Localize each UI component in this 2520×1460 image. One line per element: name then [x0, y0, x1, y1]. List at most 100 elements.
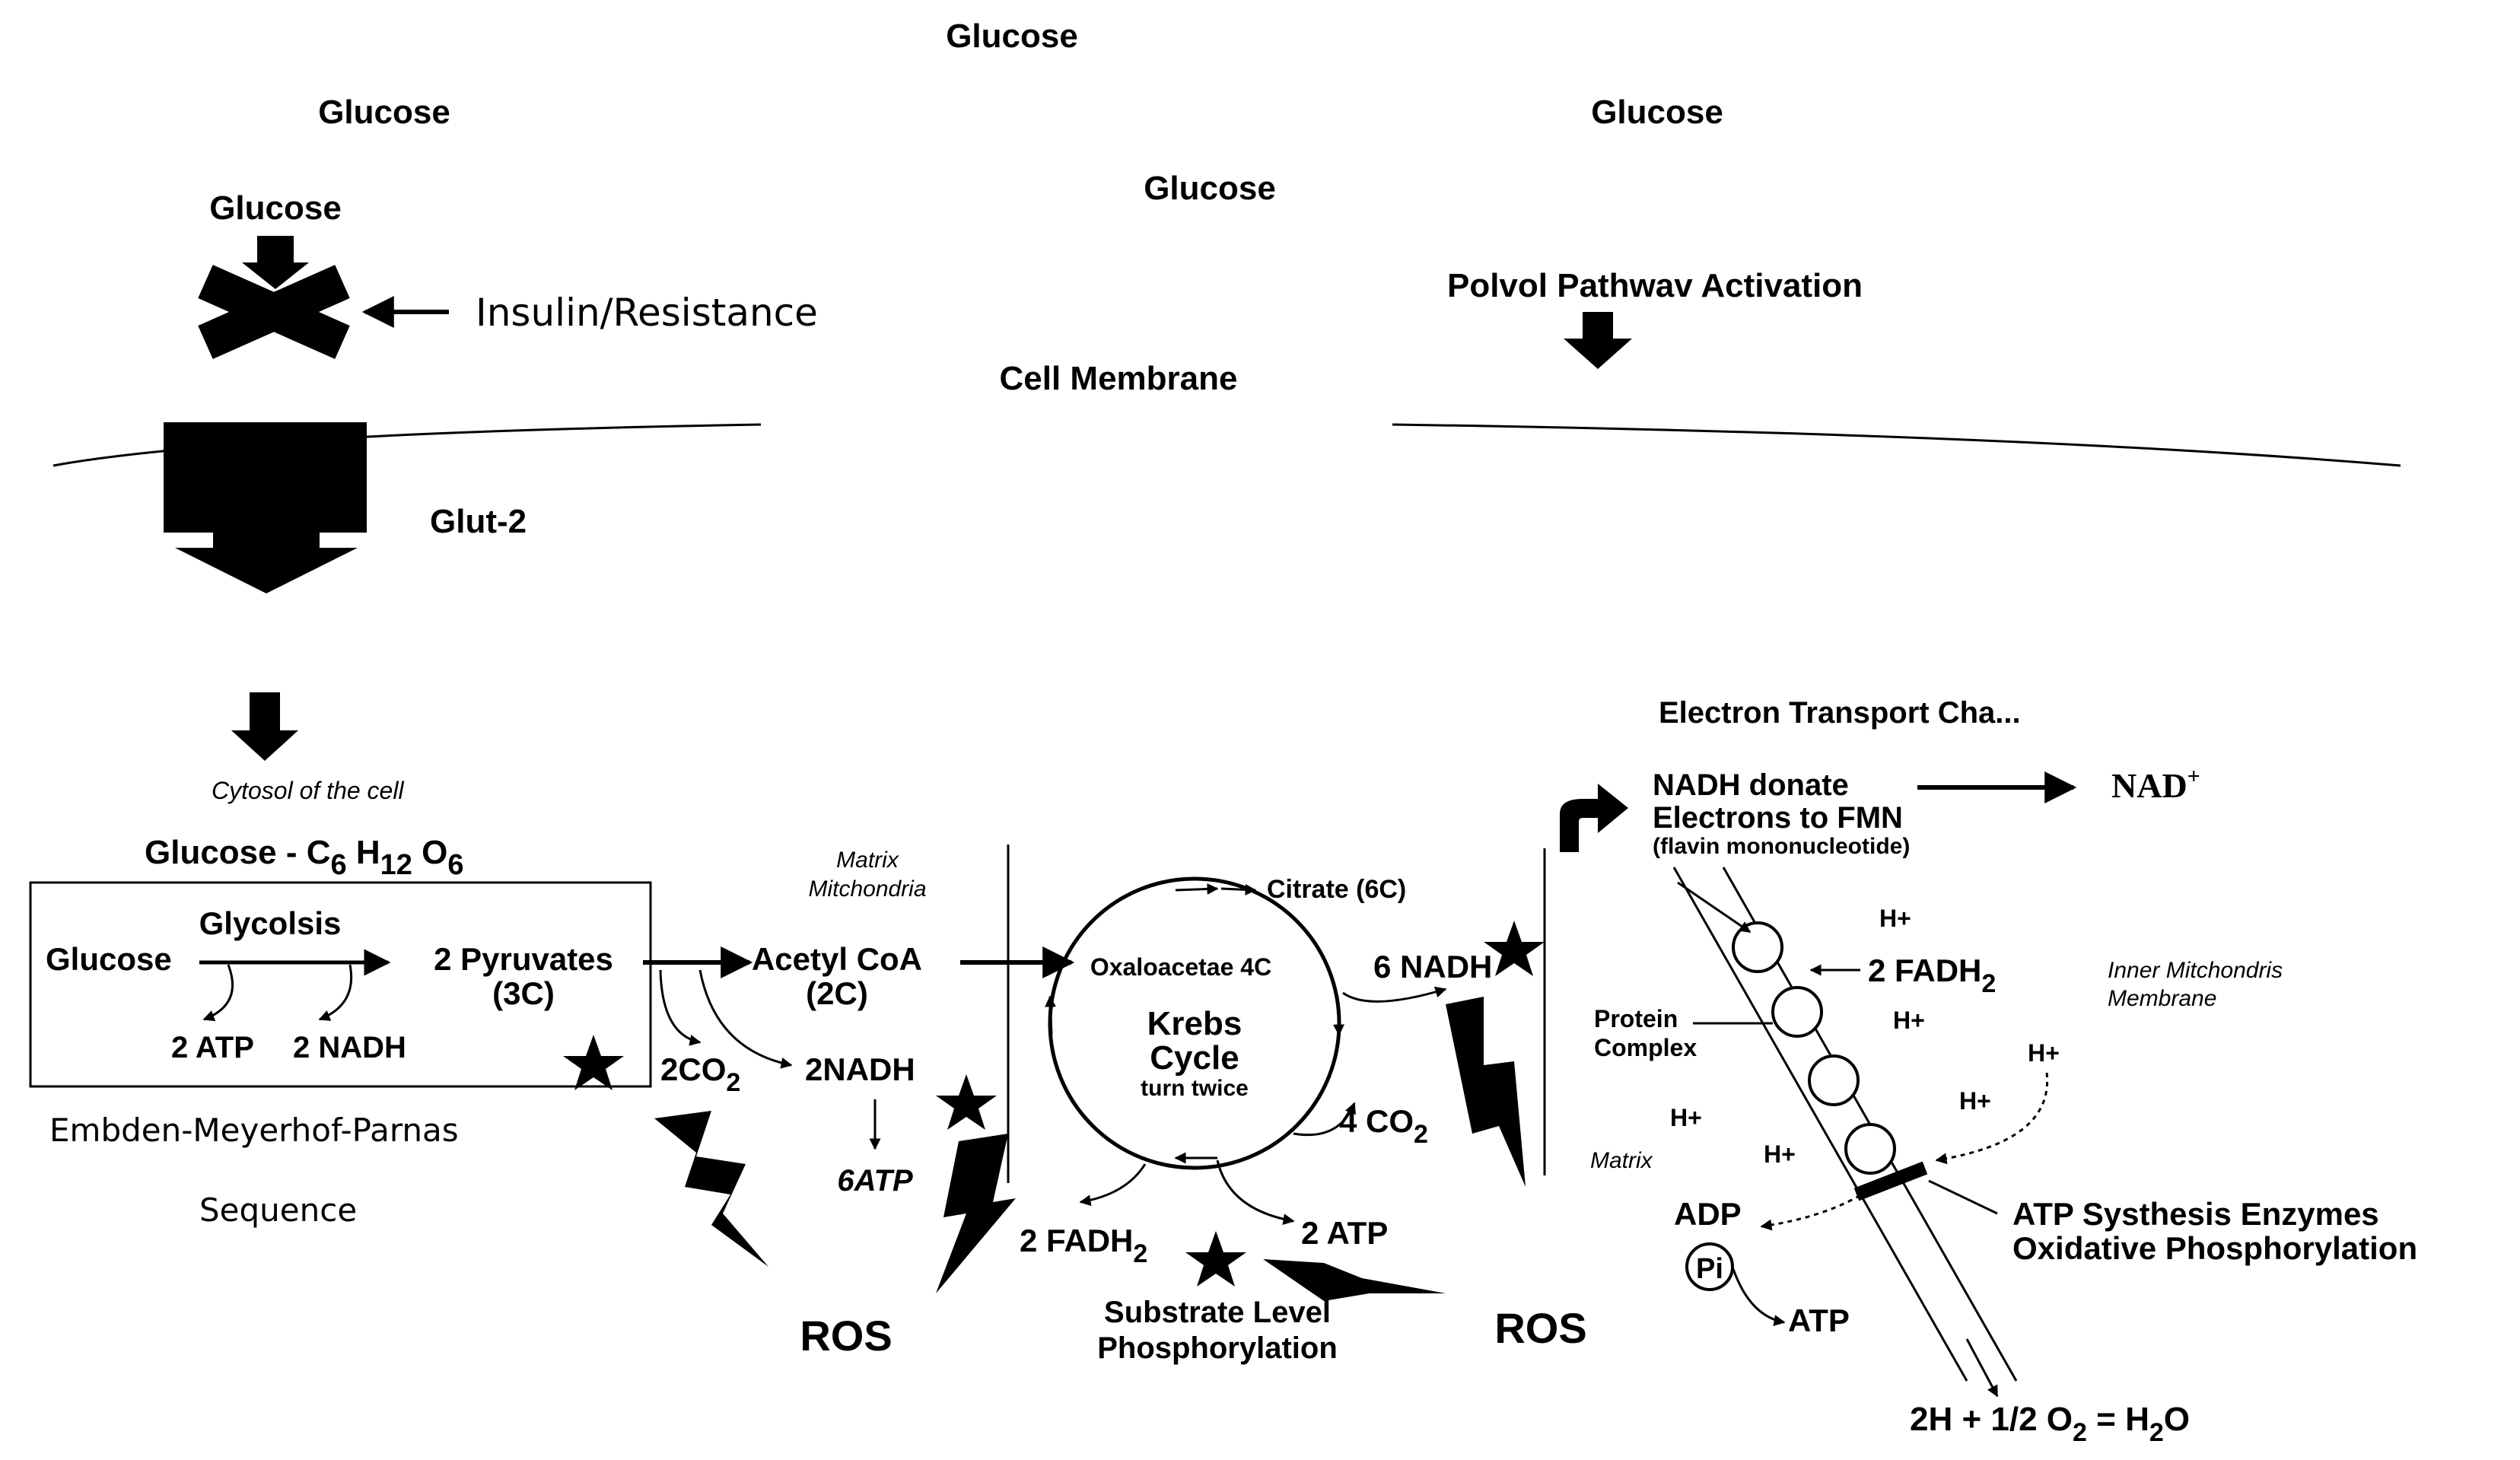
etc-title: Electron Transport Cha...	[1659, 696, 2021, 730]
pi-circle	[1685, 1242, 1734, 1291]
substrate-level-label: Substrate Level	[1104, 1296, 1331, 1329]
glut2-label: Glut-2	[430, 503, 527, 540]
link-6atp: 6ATP	[837, 1164, 913, 1198]
krebs-title: Krebs	[1147, 1005, 1242, 1042]
krebs-2atp: 2 ATP	[1301, 1215, 1388, 1251]
inner-membrane-line-1	[1672, 867, 1968, 1382]
star-icon	[563, 1035, 624, 1090]
atp-synthesis-label: ATP Systhesis Enzymes	[2013, 1196, 2379, 1232]
krebs-arrow-top2	[1220, 883, 1257, 895]
ros-right-label: ROS	[1494, 1304, 1586, 1352]
acetyl-coa-label: Acetyl CoA	[752, 941, 922, 977]
fadh-krebs-arrow	[1079, 1163, 1147, 1207]
pyruvates-carbon: (3C)	[492, 975, 555, 1011]
glucose-formula: Glucose - C6 H12 O6	[145, 834, 464, 881]
co2-krebs-arrow	[1293, 1102, 1356, 1137]
phosphorylation-label: Phosphorylation	[1097, 1331, 1338, 1365]
nadh-branch-arrow	[318, 964, 353, 1021]
glycolysis-box	[29, 881, 652, 1088]
curved-arrow-icon	[1560, 784, 1628, 852]
hplus-label: H+	[1879, 905, 1911, 932]
matrix-label: Matrix	[836, 848, 899, 873]
hplus-label: H+	[1670, 1104, 1702, 1131]
citrate-label: Citrate (6C)	[1267, 875, 1406, 904]
hplus-label: H+	[1893, 1007, 1925, 1034]
protein-complex-circle	[1844, 1123, 1896, 1175]
glycolysis-nadh: 2 NADH	[293, 1031, 406, 1064]
membrane-label: Membrane	[2108, 986, 2216, 1011]
lightning-bolt-icon	[936, 1134, 1016, 1293]
polyol-down-arrow-icon	[1564, 312, 1632, 369]
cell-membrane-right	[1392, 423, 2401, 467]
cytosol-label: Cytosol of the cell	[212, 777, 404, 804]
pyruvates-label: 2 Pyruvates	[434, 941, 613, 977]
glycolysis-title: Glycolsis	[199, 905, 342, 941]
cytosol-down-arrow-icon	[231, 692, 298, 761]
link-nadh: 2NADH	[805, 1051, 915, 1087]
protein-complex-circle	[1808, 1054, 1860, 1106]
polyol-label: Polvol Pathwav Activation	[1447, 267, 1863, 304]
protein-complex-circle	[1771, 986, 1823, 1038]
nad-plus-label: NAD+	[2111, 764, 2200, 805]
krebs-arrow-right	[1332, 996, 1344, 1036]
atp-synthase-bar	[1853, 1161, 1928, 1201]
hplus-label: H+	[2028, 1039, 2060, 1067]
oxaloacetate-label: Oxaloacetae 4C	[1090, 953, 1271, 981]
electron-to-complex-arrow	[1677, 881, 1752, 934]
cell-membrane-left	[52, 423, 762, 467]
hplus-label: H+	[1764, 1140, 1796, 1168]
pi-label: Pi	[1696, 1253, 1723, 1285]
pi-to-atp-arrow	[1732, 1268, 1786, 1327]
nadh-donate-label: NADH donate	[1653, 768, 1849, 802]
glucose-label-right: Glucose	[1591, 94, 1723, 131]
ros-left-label: ROS	[800, 1312, 892, 1360]
lightning-bolt-icon	[1263, 1259, 1446, 1301]
glucose-label-center: Glucose	[1144, 170, 1276, 207]
oxidative-phosphorylation-label: Oxidative Phosphorylation	[2013, 1230, 2417, 1266]
emp-sequence-label: Sequence	[199, 1191, 357, 1229]
emp-label: Embden-Meyerhof-Parnas	[49, 1112, 459, 1149]
atp-krebs-arrow	[1216, 1159, 1295, 1226]
lightning-bolt-icon	[654, 1111, 768, 1267]
krebs-arrow-left	[1045, 995, 1057, 1035]
matrix-label-etc: Matrix	[1590, 1148, 1653, 1173]
krebs-turn-twice: turn twice	[1141, 1076, 1249, 1101]
krebs-arrow-top	[1175, 883, 1219, 895]
water-arrow	[1965, 1338, 1999, 1398]
krebs-fadh: 2 FADH2	[1020, 1223, 1147, 1268]
link-co2: 2CO2	[660, 1051, 740, 1097]
protein-label: Protein	[1594, 1005, 1678, 1032]
krebs-cycle-title: Cycle	[1150, 1039, 1239, 1077]
flavin-label: (flavin mononucleotide)	[1653, 834, 1910, 859]
etc-fadh: 2 FADH2	[1868, 953, 1996, 998]
electrons-fmn-label: Electrons to FMN	[1653, 801, 1903, 835]
acetyl-coa-carbon: (2C)	[806, 975, 868, 1011]
krebs-6nadh: 6 NADH	[1373, 949, 1492, 984]
adp-label: ADP	[1674, 1196, 1742, 1232]
proton-flow-arrow	[1935, 1072, 2049, 1165]
blocked-x-icon	[198, 265, 350, 359]
star-icon	[1484, 921, 1545, 976]
glucose-label-top: Glucose	[946, 17, 1078, 55]
glucose-label-left: Glucose	[318, 94, 450, 131]
star-icon	[1185, 1231, 1246, 1287]
lightning-bolt-icon	[1446, 997, 1526, 1187]
atp-branch-arrow	[202, 964, 234, 1022]
down-arrow-icon	[242, 236, 309, 289]
synthase-pointer-line	[1928, 1179, 1998, 1215]
inner-membrane-label: Inner Mitchondris	[2108, 958, 2283, 983]
mitchondria-label: Mitchondria	[808, 876, 926, 902]
insulin-resistance-label: Insulin/Resistance	[476, 291, 818, 335]
glut2-transporter-icon	[164, 422, 367, 593]
water-equation: 2H + 1/2 O2 = H2O	[1910, 1401, 2190, 1447]
nadh-link-arrow	[698, 969, 793, 1069]
nadh6-arrow	[1342, 986, 1447, 1003]
star-icon	[936, 1074, 997, 1130]
glycolysis-atp: 2 ATP	[171, 1031, 254, 1064]
protein-complex-circle	[1732, 921, 1783, 973]
krebs-4co2: 4 CO2	[1339, 1103, 1428, 1149]
adp-arrow	[1760, 1189, 1869, 1231]
hplus-label: H+	[1959, 1087, 1991, 1115]
co2-branch-arrow	[659, 969, 702, 1046]
